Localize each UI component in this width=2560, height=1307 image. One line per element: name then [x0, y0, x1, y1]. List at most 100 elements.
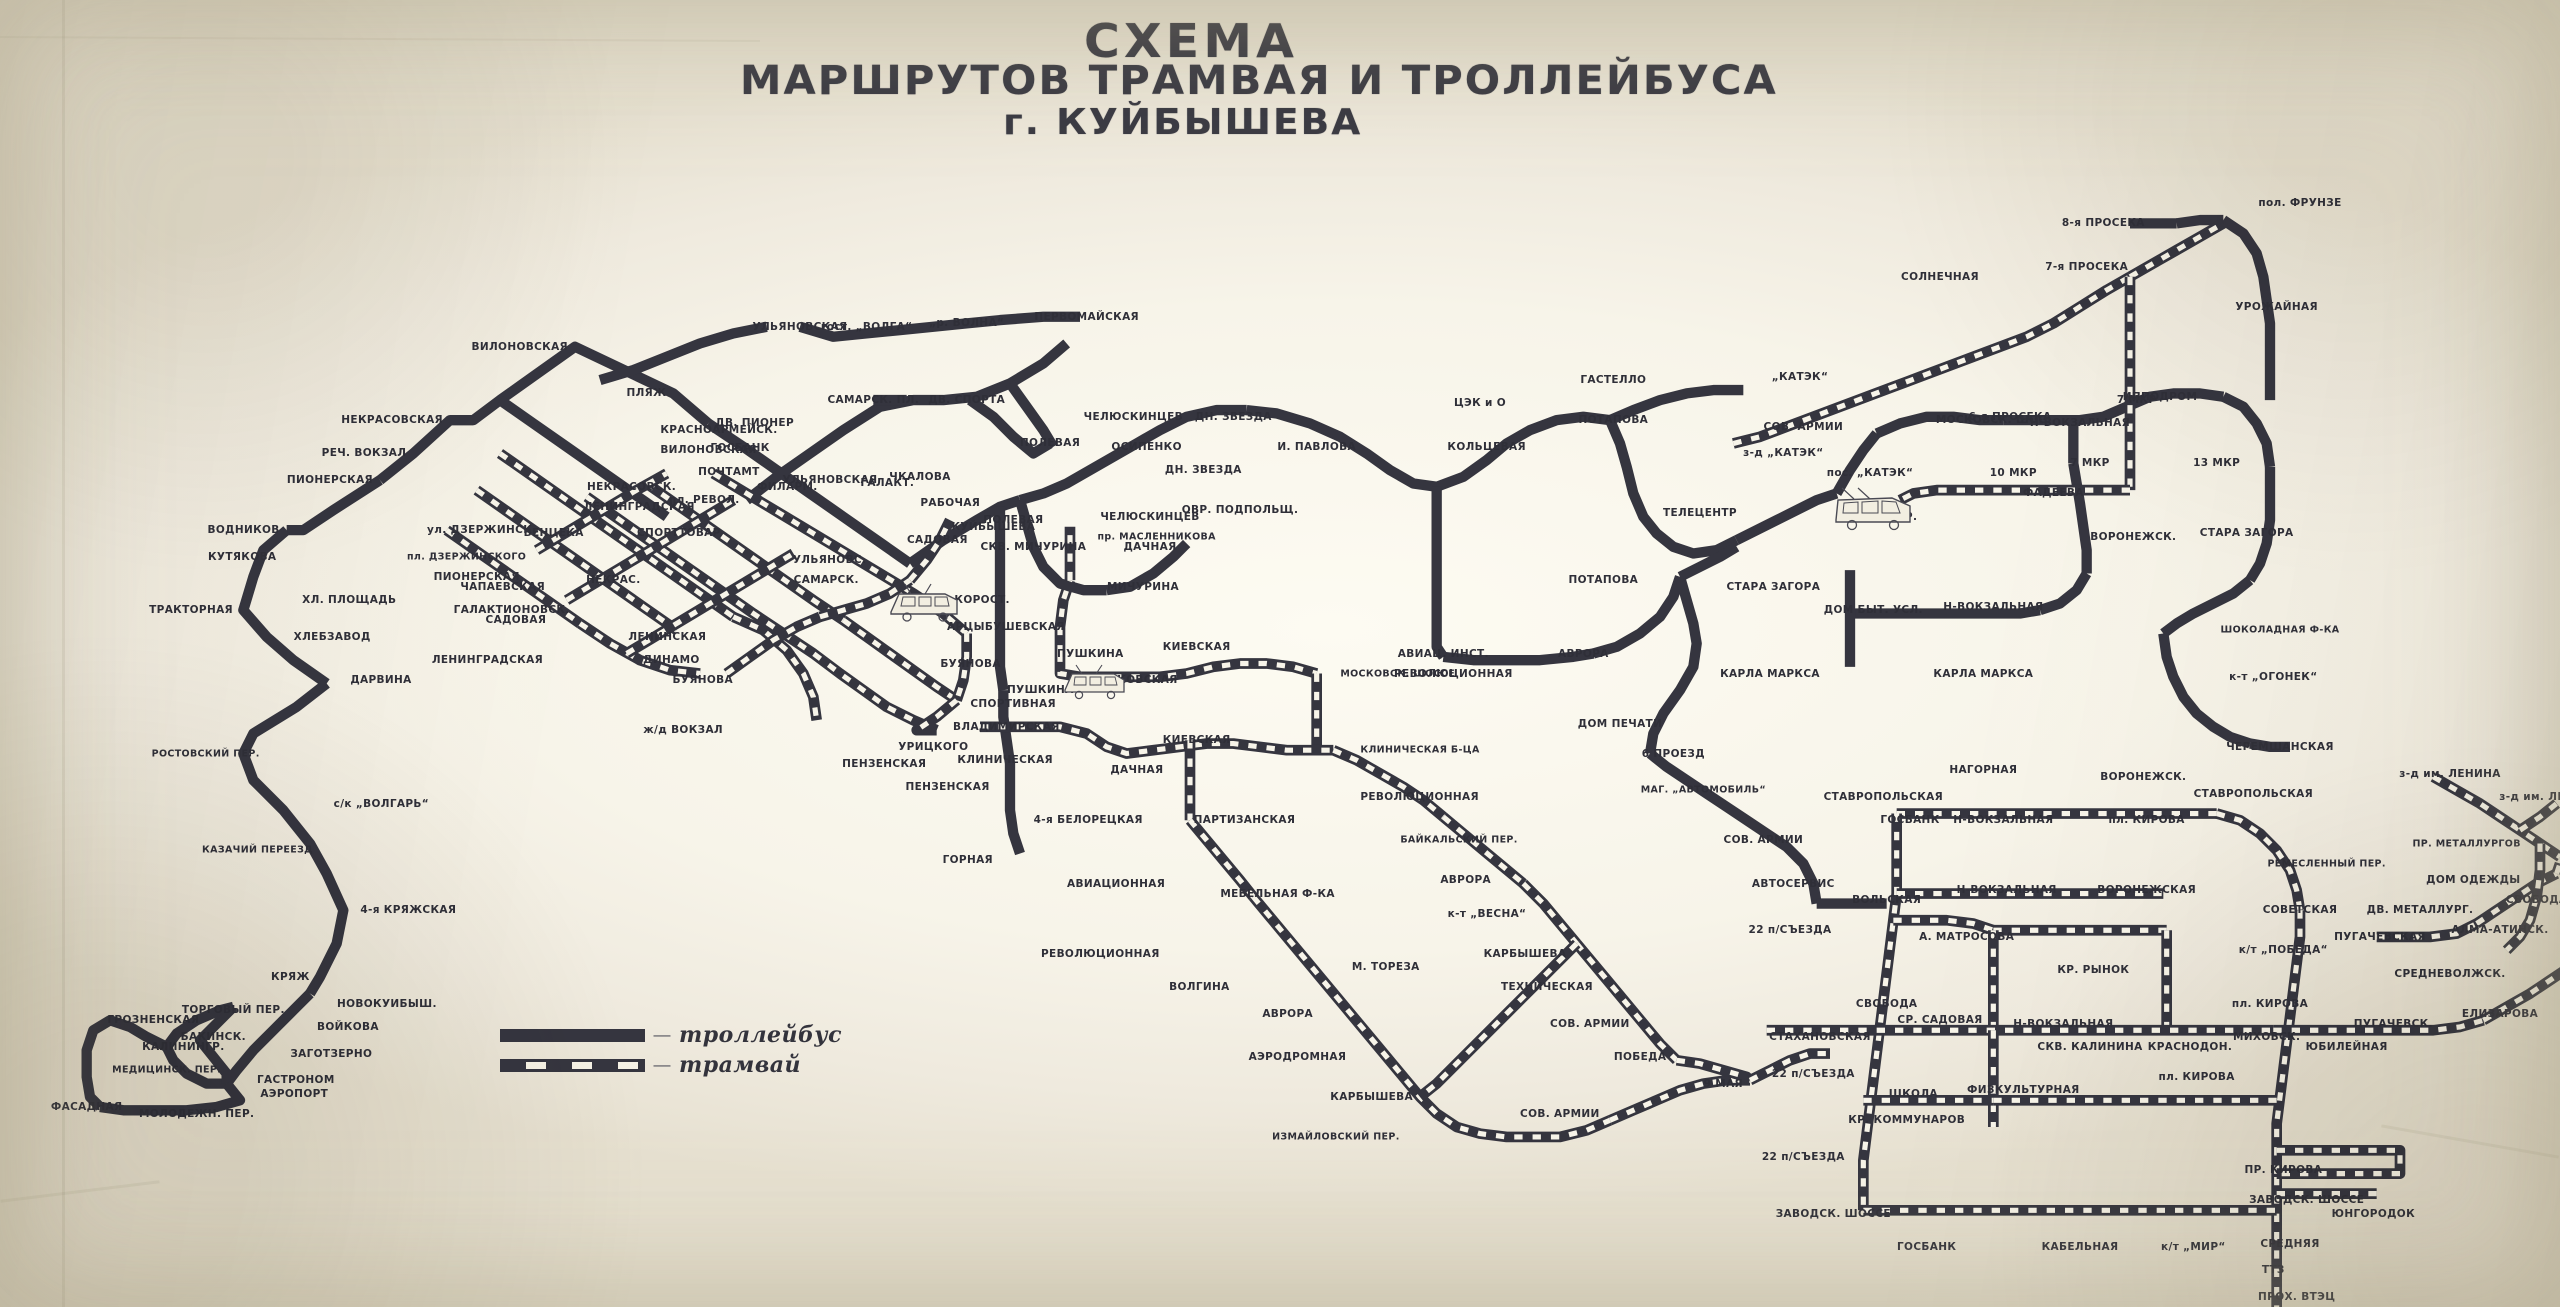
station-label: АРЦЫБУШЕВСКАЯ [947, 620, 1065, 633]
station-label: ПЕНЗЕНСКАЯ [905, 780, 990, 793]
station-label: КРЯЖ [271, 970, 310, 983]
station-label: ПУГАЧЕВСКАЯ [2334, 930, 2426, 943]
station-label: ОСИПЕНКО [1111, 440, 1182, 453]
station-label: КИЕВСКАЯ [1162, 733, 1231, 746]
station-label: СКВ. КАЛИНИНА [2037, 1040, 2143, 1053]
station-label: РАБОЧАЯ [920, 497, 981, 510]
station-label: ПУШКИНА [1057, 647, 1124, 660]
station-label: ПОТАПОВА [1568, 573, 1639, 586]
station-label: ТРАКТОРНАЯ [149, 603, 233, 616]
station-label: 7 МКР [2116, 393, 2157, 406]
tram-vehicle-illustration-2 [1064, 664, 1125, 700]
station-label: ВЕНЦЕКА [523, 527, 584, 540]
station-label: ЕЛИЗАРОВА [2461, 1007, 2539, 1020]
station-label: МАГ. „АВТОМОБИЛЬ“ [1640, 784, 1766, 796]
station-label: „КАТЭК“ [1771, 370, 1829, 383]
station-label: КАБЕЛЬНАЯ [2041, 1240, 2119, 1253]
station-label: ГАЛАКТ. [860, 477, 915, 490]
station-label: УЛЬЯНОВСКАЯ [752, 320, 848, 333]
station-label: ПР. КИРОВА [2244, 1164, 2323, 1177]
station-label: КЛИНИЧЕСКАЯ [957, 753, 1053, 766]
station-label: пл. КИРОВА [2231, 997, 2309, 1010]
station-label: ВИЛОНОВСКАЯ [471, 340, 568, 353]
station-label: ВОДНИКОВ [207, 523, 280, 536]
station-label: ЧЕЛЮСКИНЦЕВ [1083, 410, 1183, 423]
station-label: ИЗМАЙЛОВСКИЙ ПЕР. [1272, 1131, 1400, 1143]
station-label: СОВ. АРМИИ [1763, 420, 1844, 433]
station-label: ПУШКИНА [1007, 683, 1074, 696]
station-label: 10 МКР [1989, 467, 2037, 480]
station-label: ВОРОНЕЖСКАЯ [2097, 883, 2197, 896]
station-label: ПАРТИЗАНСКАЯ [1193, 813, 1296, 826]
station-label: з-д им. ЛЕНИНА [2499, 790, 2560, 803]
station-label: 8-я ПРОСЕКА [2061, 217, 2145, 230]
station-label: КРАСНОДОН. [2147, 1040, 2233, 1053]
title-line-3: г. КУЙБЫШЕВА [1003, 102, 1363, 143]
station-label: СТАРА ЗАГОРА [1726, 580, 1821, 593]
station-label: ДАЧНАЯ [1110, 763, 1164, 776]
station-label: ДН. ЗВЕЗДА [1194, 410, 1272, 423]
station-label: ТОРГОВЫЙ ПЕР. [181, 1004, 285, 1016]
station-label: с/к „ВОЛГАРЬ“ [333, 797, 430, 810]
station-label: МИХОВСК. [2232, 1030, 2301, 1043]
station-label: МЕДИЦИНСК. ПЕР. [112, 1064, 222, 1076]
station-label: пл. КИРОВА [2108, 813, 2185, 826]
station-label: ТТЗ [2261, 1264, 2285, 1277]
station-label: КАРБЫШЕВА [1330, 1090, 1413, 1103]
station-label: 4-я КРЯЖСКАЯ [360, 903, 457, 916]
station-label: Н-ВОКЗАЛЬНАЯ [2029, 417, 2131, 430]
station-label: КР. РЫНОК [2057, 963, 2130, 976]
legend-label-tram: трамвай [679, 1052, 802, 1078]
station-label: ЗАВОДСК. ШОССЕ [2249, 1194, 2365, 1207]
tram-line-swatch [500, 1058, 645, 1072]
station-label: к/т „ПОБЕДА“ [2238, 943, 2328, 956]
legend-label-trolleybus: троллейбус [679, 1022, 842, 1048]
station-label: з-д им. ЛЕНИНА [2399, 767, 2501, 780]
station-label: РОСТОВСКИЙ ПЕР. [151, 747, 260, 759]
station-label: И. ПАВЛОВА [1277, 440, 1356, 453]
station-label: 7-я ПРОСЕКА [2045, 260, 2129, 273]
station-label: ПОБЕДА [1613, 1050, 1667, 1063]
station-label: ТЕХНИЧЕСКАЯ [1500, 980, 1593, 993]
station-label: к-т „ВЕСНА“ [1447, 907, 1527, 920]
station-label: ПЛЯЖ [626, 387, 667, 400]
station-label: ПУГАЧЕВСК. [2353, 1017, 2433, 1030]
station-label: ПРОХ. ВТЭЦ [2258, 1290, 2336, 1303]
station-label: ДН. ЗВЕЗДА [1164, 463, 1242, 476]
station-label: ЧЕРЕМШАНСКАЯ [2226, 740, 2334, 753]
station-label: КАРБЫШЕВА [1483, 947, 1567, 960]
station-label: МОСКОВСК. ШОС. [1935, 413, 2051, 426]
station-label: Н-ВОКЗАЛЬНАЯ [1956, 883, 2057, 896]
station-label: КАРЛА МАРКСА [1720, 667, 1820, 680]
station-label: СВОБОДА [2505, 893, 2560, 906]
station-label: ПР. МЕТАЛЛУРГОВ [2412, 837, 2521, 849]
legend-row-tram: — трамвай [500, 1050, 842, 1080]
station-label: ГОРНАЯ [942, 853, 993, 866]
trolleybus-vehicle-illustration [1835, 487, 1911, 531]
station-label: КИЕВСКАЯ [1162, 640, 1231, 653]
station-label: ДВ. ПИОНЕР [715, 417, 794, 430]
station-label: ФАДЕЕВА [2022, 487, 2084, 500]
station-label: КАЛИНИНГР. [142, 1040, 225, 1053]
station-label: 6-я ПРОСЕКА [1968, 410, 2052, 423]
station-label: 4-я БЕЛОРЕЦКАЯ [1033, 813, 1143, 826]
station-label: ХЛ. ПЛОЩАДЬ [302, 593, 397, 606]
station-label: ДОМ ПЕЧАТИ [1577, 717, 1663, 730]
station-label: УРИЦКОГО [898, 740, 969, 753]
station-label: АЛМА-АТИНСК. [2451, 923, 2549, 936]
station-label: ДАЧНАЯ [1123, 540, 1177, 553]
tram-lines [443, 218, 2560, 1307]
station-label: к-т „ОГОНЕК“ [2229, 670, 2318, 683]
station-label: ПИОНЕРСКАЯ [433, 570, 520, 583]
station-label: САМАРСК. ПЛ. [827, 393, 920, 406]
title-line-2: МАРШРУТОВ ТРАМВАЯ И ТРОЛЛЕЙБУСА [740, 58, 1778, 104]
station-label: СОЛНЕЧНАЯ [1901, 270, 1979, 283]
station-label: НЕКРАСОВСК. [587, 480, 677, 493]
station-label: ПОТАПОВА [1578, 413, 1649, 426]
station-label: БУЯНОВА [672, 673, 733, 686]
station-label: ГАЛАКТИОНОВСК. [453, 603, 570, 616]
station-label: „р. ВОЛНА“ [929, 317, 1005, 330]
station-label: СТАРА ЗАГОРА [2199, 527, 2294, 540]
